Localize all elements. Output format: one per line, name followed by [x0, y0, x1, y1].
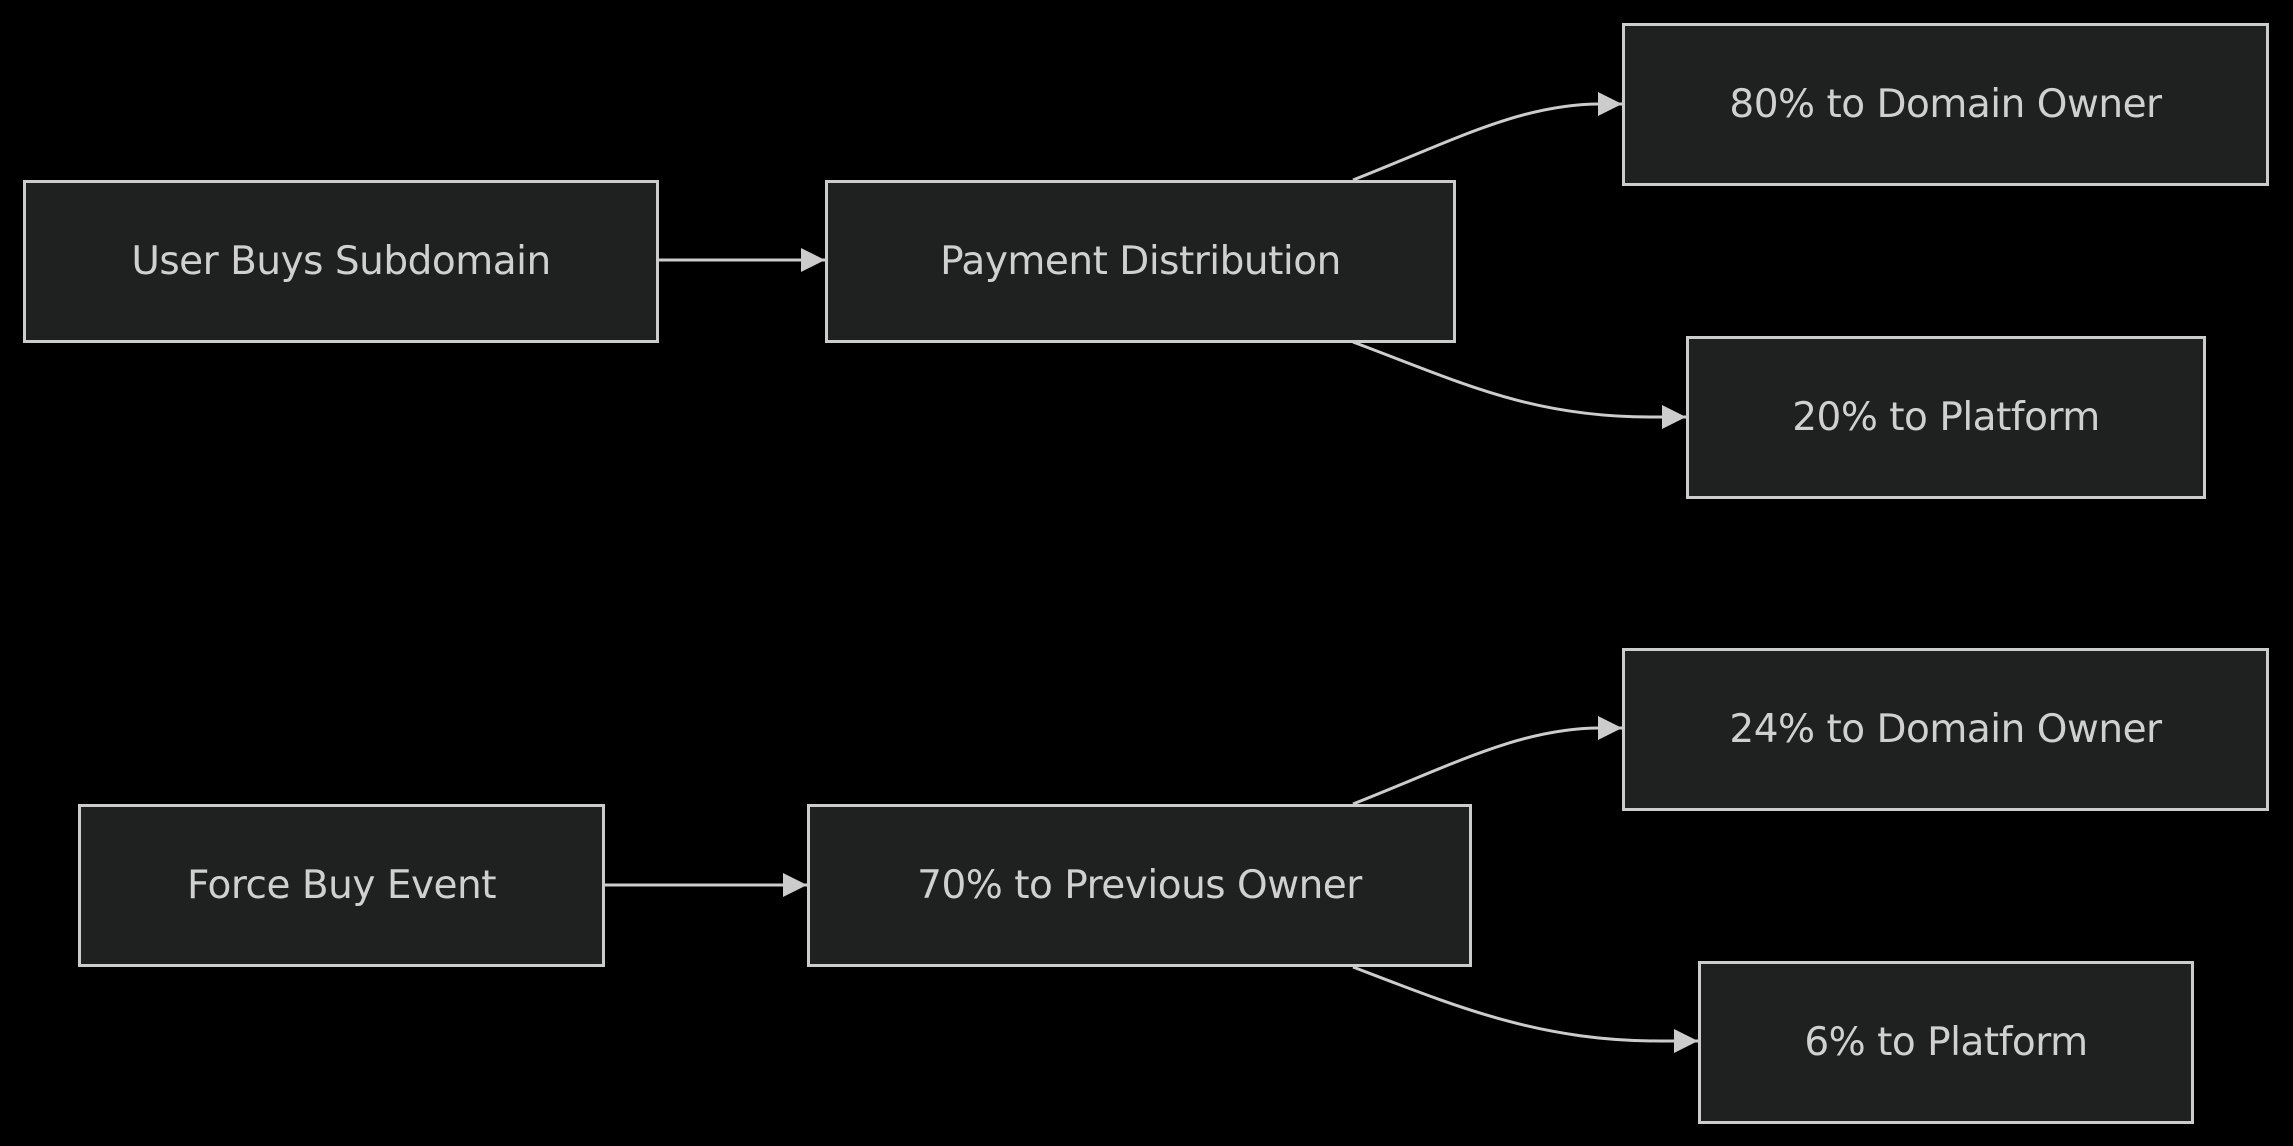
- node-label: 6% to Platform: [1804, 1020, 2088, 1065]
- edge-payment-to-domain-owner-80: [1352, 92, 1622, 182]
- node-label: Payment Distribution: [940, 239, 1341, 284]
- node-label: Force Buy Event: [186, 863, 497, 908]
- edge-payment-to-platform-20: [1352, 340, 1686, 429]
- node-label: User Buys Subdomain: [131, 239, 551, 284]
- node-label: 20% to Platform: [1792, 395, 2100, 440]
- node-force-buy-event: Force Buy Event: [78, 804, 605, 967]
- node-payment-distribution: Payment Distribution: [825, 180, 1456, 343]
- node-20-platform: 20% to Platform: [1686, 336, 2206, 499]
- node-label: 24% to Domain Owner: [1729, 707, 2162, 752]
- node-label: 80% to Domain Owner: [1729, 82, 2162, 127]
- node-70-previous-owner: 70% to Previous Owner: [807, 804, 1472, 967]
- node-label: 70% to Previous Owner: [917, 863, 1362, 908]
- node-user-buys-subdomain: User Buys Subdomain: [23, 180, 659, 343]
- edge-previous-to-platform-6: [1352, 965, 1698, 1053]
- node-6-platform: 6% to Platform: [1698, 961, 2194, 1124]
- edge-previous-to-domain-owner-24: [1352, 716, 1622, 806]
- node-80-domain-owner: 80% to Domain Owner: [1622, 23, 2269, 186]
- node-24-domain-owner: 24% to Domain Owner: [1622, 648, 2269, 811]
